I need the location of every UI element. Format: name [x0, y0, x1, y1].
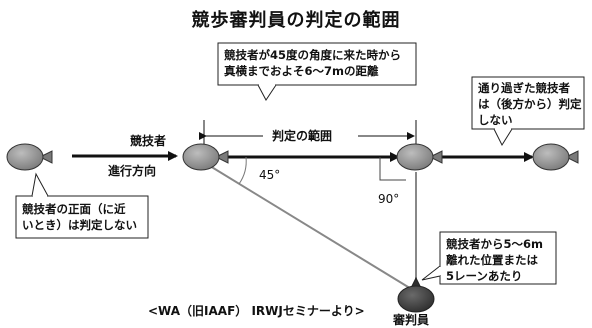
- athlete-passed: [532, 143, 579, 171]
- callout-top-text: 競技者が45度の角度に来た時から 真横までおよそ6～7mの距離: [224, 48, 402, 78]
- judge-label: 審判員: [393, 313, 430, 327]
- callout-judge-text: 競技者から5～6m 離れた位置または 5レーンあたり: [446, 237, 543, 283]
- judge-marker: [397, 276, 435, 313]
- direction-label: 進行方向: [108, 164, 157, 178]
- angle-45-arc: [238, 156, 247, 185]
- athlete-start: [6, 143, 53, 171]
- angle-90-mark: [379, 157, 406, 181]
- callout-top-box: [217, 42, 417, 101]
- callout-front-text: 競技者の正面（に近 いとき）は判定しない: [22, 202, 137, 232]
- range-label: 判定の範囲: [272, 129, 333, 143]
- callout-passed-text: 通り過ぎた競技者 は（後方から）判定 しない: [478, 81, 582, 127]
- athlete-label: 競技者: [130, 134, 167, 148]
- source-label: <WA（旧IAAF） IRWJセミナーより>: [148, 304, 365, 318]
- callout-passed-box: [471, 76, 585, 147]
- callout-front-box: [15, 172, 149, 239]
- athlete-side: [396, 143, 443, 171]
- sightline-45: [209, 165, 414, 291]
- angle-45-label: 45°: [259, 168, 281, 182]
- callout-judge-box: [421, 231, 557, 285]
- athlete-45deg: [182, 143, 229, 171]
- page-title: 競歩審判員の判定の範囲: [191, 10, 401, 31]
- angle-90-label: 90°: [378, 192, 400, 206]
